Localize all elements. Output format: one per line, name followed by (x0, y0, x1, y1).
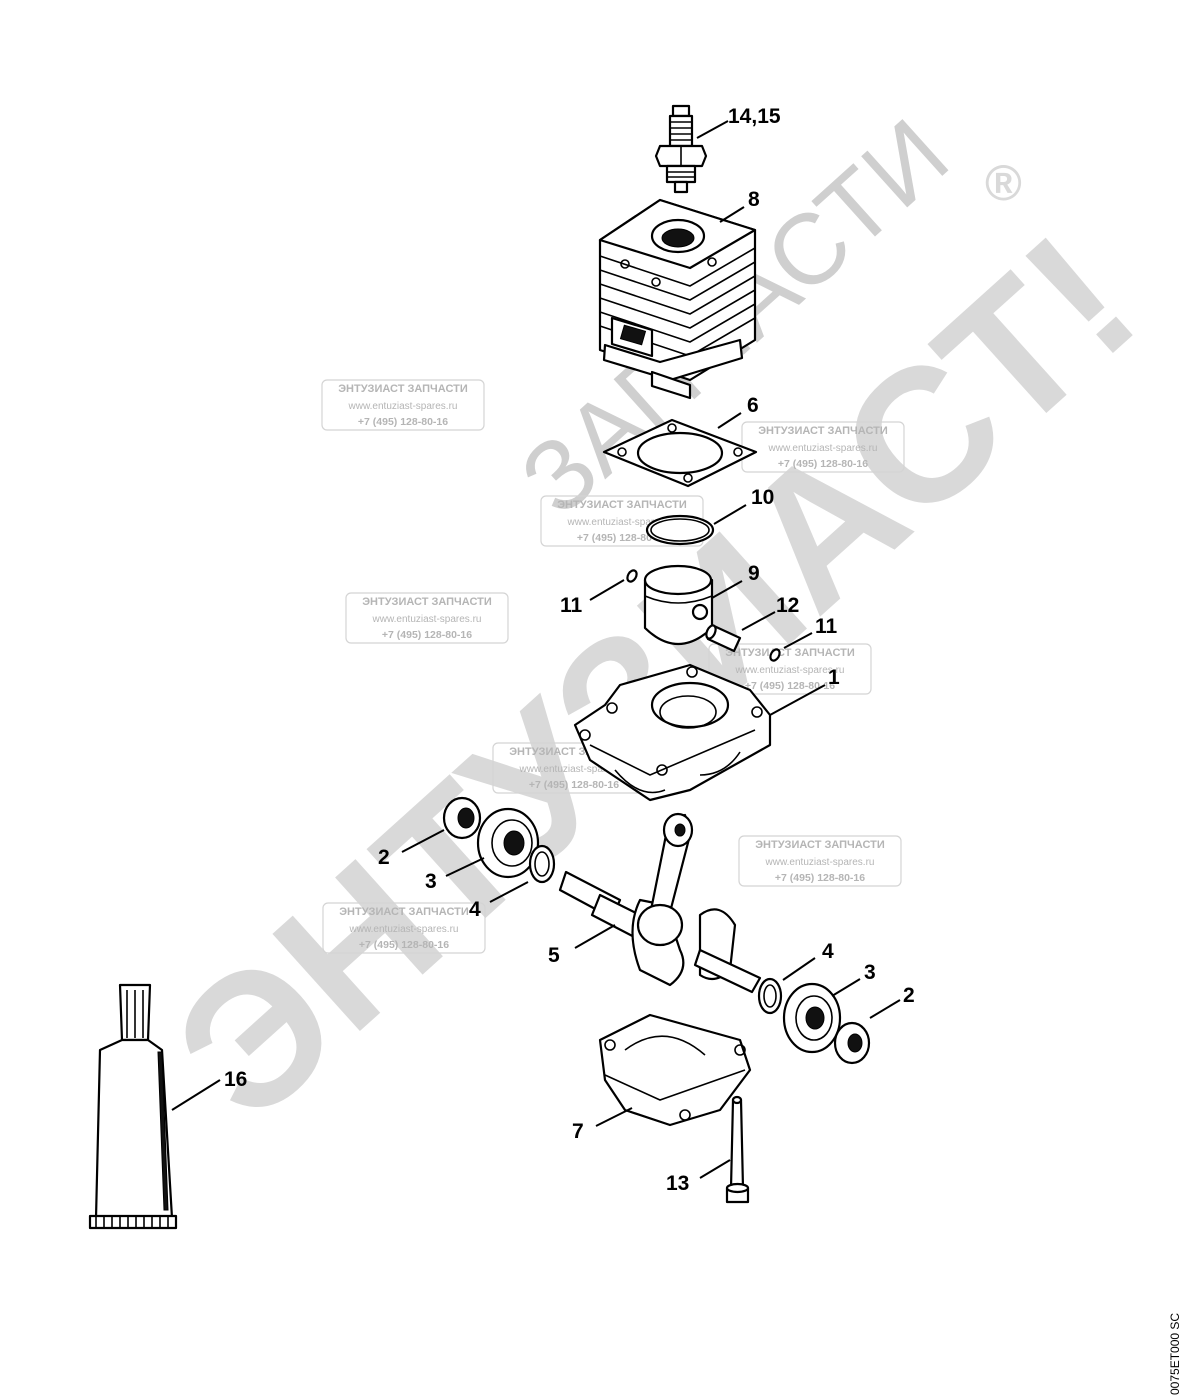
cylinder (598, 198, 757, 400)
callout-1: 1 (828, 666, 840, 689)
stamp: ЭНТУЗИАСТ ЗАПЧАСТИ www.entuziast-spares.… (540, 495, 704, 547)
stamp-line2: www.entuziast-spares.ru (765, 857, 875, 868)
callout-8: 8 (748, 188, 760, 211)
stamp-line1: ЭНТУЗИАСТ ЗАПЧАСТИ (725, 647, 855, 659)
callout-16: 16 (224, 1068, 247, 1091)
callout-11-right: 11 (815, 615, 838, 638)
stamp-line3: +7 (495) 128-80-16 (529, 779, 619, 791)
callout-12: 12 (776, 594, 799, 617)
stamp-line1: ЭНТУЗИАСТ ЗАПЧАСТИ (557, 499, 687, 511)
callout-14-15: 14,15 (728, 105, 781, 128)
stamp-line3: +7 (495) 128-80-16 (358, 416, 448, 428)
callout-13: 13 (666, 1172, 689, 1195)
callout-6: 6 (747, 394, 759, 417)
callout-10: 10 (751, 486, 774, 509)
crankcase-lower-half (598, 1013, 752, 1127)
ball-bearing-left (476, 807, 540, 879)
watermark-registered-mark: ® (985, 155, 1022, 211)
callout-3-left: 3 (425, 870, 437, 893)
stamp-line1: ЭНТУЗИАСТ ЗАПЧАСТИ (362, 596, 492, 608)
stamp-line3: +7 (495) 128-80-16 (577, 532, 667, 544)
stamp-line3: +7 (495) 128-80-16 (778, 458, 868, 470)
stamp-line2: www.entuziast-spares.ru (567, 517, 677, 528)
stamp-line1: ЭНТУЗИАСТ ЗАПЧАСТИ (758, 425, 888, 437)
document-id: 0075ET000 SC (1168, 1312, 1182, 1395)
callout-4-left: 4 (469, 898, 481, 921)
stamp-line2: www.entuziast-spares.ru (768, 443, 878, 454)
crankshaft (558, 812, 762, 994)
stamp-line1: ЭНТУЗИАСТ ЗАПЧАСТИ (339, 906, 469, 918)
stamp-line2: www.entuziast-spares.ru (372, 614, 482, 625)
stamp-line3: +7 (495) 128-80-16 (775, 872, 865, 884)
shim-left (528, 844, 556, 884)
leader-lines (171, 120, 901, 1179)
stamp-line2: www.entuziast-spares.ru (519, 764, 629, 775)
callout-2-right: 2 (903, 984, 915, 1007)
stamp-line2: www.entuziast-spares.ru (348, 401, 458, 412)
stamp: ЭНТУЗИАСТ ЗАПЧАСТИ www.entuziast-spares.… (741, 421, 905, 473)
callout-11-left: 11 (560, 594, 583, 617)
screw (725, 1095, 750, 1204)
stamp: ЭНТУЗИАСТ ЗАПЧАСТИ www.entuziast-spares.… (321, 379, 485, 431)
circlip-right (769, 648, 781, 662)
callouts: 14,15 8 6 10 9 11 12 11 1 2 3 4 5 4 3 2 … (224, 105, 915, 1195)
piston (643, 564, 714, 646)
crankcase (573, 663, 772, 802)
grease-tube (88, 983, 178, 1230)
piston-ring (645, 514, 715, 546)
stamp: ЭНТУЗИАСТ ЗАПЧАСТИ www.entuziast-spares.… (345, 592, 509, 644)
callout-2-left: 2 (378, 846, 390, 869)
stamp-line3: +7 (495) 128-80-16 (382, 629, 472, 641)
stamp-line2: www.entuziast-spares.ru (735, 665, 845, 676)
circlip-left (626, 569, 638, 583)
callout-3-right: 3 (864, 961, 876, 984)
stamp-line3: +7 (495) 128-80-16 (745, 680, 835, 692)
ball-bearing-right (782, 982, 842, 1054)
callout-4-right: 4 (822, 940, 834, 963)
callout-5: 5 (548, 944, 560, 967)
spark-plug (654, 104, 708, 194)
callout-7: 7 (572, 1120, 584, 1143)
oil-seal-left (442, 796, 482, 840)
stamp-line1: ЭНТУЗИАСТ ЗАПЧАСТИ (755, 839, 885, 851)
oil-seal-right (833, 1021, 871, 1065)
stamp: ЭНТУЗИАСТ ЗАПЧАСТИ www.entuziast-spares.… (322, 902, 486, 954)
callout-9: 9 (748, 562, 760, 585)
piston-pin (705, 624, 742, 653)
cylinder-gasket (602, 418, 758, 488)
stamp: ЭНТУЗИАСТ ЗАПЧАСТИ www.entuziast-spares.… (738, 835, 902, 887)
stamp: ЭНТУЗИАСТ ЗАПЧАСТИ www.entuziast-spares.… (708, 643, 872, 695)
stamp-line1: ЭНТУЗИАСТ ЗАПЧАСТИ (338, 383, 468, 395)
stamp-line2: www.entuziast-spares.ru (349, 924, 459, 935)
shim-right (757, 977, 783, 1015)
stamp-line3: +7 (495) 128-80-16 (359, 939, 449, 951)
